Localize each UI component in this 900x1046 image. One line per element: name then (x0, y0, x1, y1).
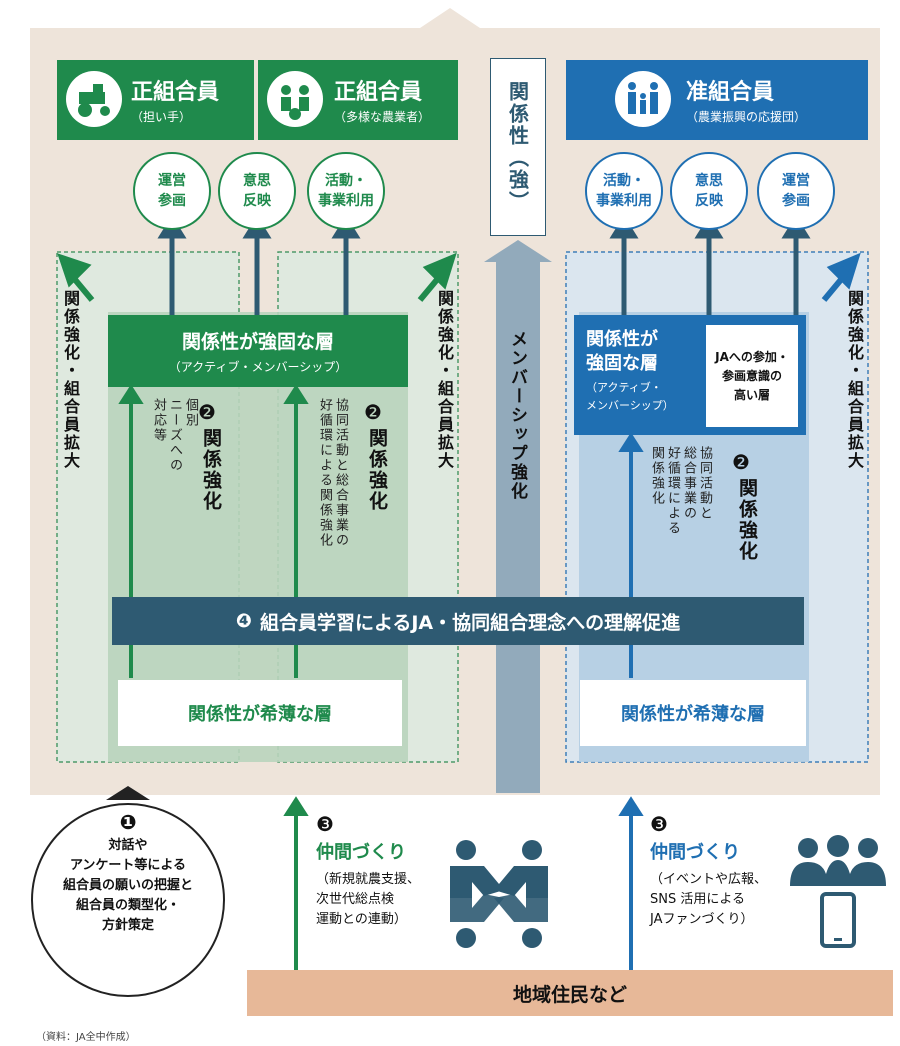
circle-opinion: 意思反映 (218, 152, 296, 230)
tractor-icon (66, 71, 122, 127)
farmers-icon (267, 71, 323, 127)
side-label-right: 関係強化・組合員拡大 (845, 290, 864, 470)
strong-layer-right: 関係性が 強固な層 （アクティブ・ メンバーシップ） JAへの参加・参画意識の高… (574, 315, 806, 435)
source-note: （資料：JA全中作成） (36, 1032, 136, 1043)
strong-layer-left: 関係性が強固な層 （アクティブ・メンバーシップ） (108, 315, 408, 387)
note-individual-needs: 個別ニーズへの対応等 (151, 398, 198, 473)
circle-participation: 運営参画 (133, 152, 211, 230)
local-residents-bar: 地域住民など (512, 983, 627, 1006)
friend-building-right: ❸ 仲間づくり （イベントや広報、 SNS 活用による JAファンづくり） (650, 812, 768, 927)
side-label-center: 関係強化・組合員拡大 (435, 290, 454, 470)
side-label-left: 関係強化・組合員拡大 (61, 290, 80, 470)
header-subtitle: （農業振興の応援団） (686, 110, 807, 124)
header-subtitle: （多様な農業者） (334, 110, 431, 124)
survey-bubble: ❶ 対話や アンケート等による 組合員の願いの把握と 組合員の類型化・ 方針策定 (62, 810, 193, 933)
group-phone-icon (790, 835, 886, 948)
family-icon (615, 71, 671, 127)
num-2-badge: ❷ (364, 400, 382, 424)
circle-activity: 活動・事業利用 (585, 152, 663, 230)
header-subtitle: （担い手） (131, 110, 192, 124)
header-associate-member: 准組合員 （農業振興の応援団） (566, 60, 868, 140)
note-cooperative-cycle-right: 協同活動と総合事業の好循環による関係強化 (649, 446, 712, 536)
circle-opinion: 意思反映 (670, 152, 748, 230)
relationship-strengthen-c: 関係強化 (736, 478, 758, 562)
weak-layer-left: 関係性が希薄な層 (118, 680, 402, 746)
handshake-people-icon (450, 840, 548, 948)
header-full-member-2: 正組合員 （多様な農業者） (258, 60, 458, 140)
weak-layer-right: 関係性が希薄な層 (580, 680, 806, 746)
header-full-member-1: 正組合員 （担い手） (57, 60, 254, 140)
num-2-badge: ❷ (198, 400, 216, 424)
friend-building-left: ❸ 仲間づくり （新規就農支援、 次世代総点検 運動との連動） (316, 812, 421, 927)
membership-strengthen-label: メンバーシップ強化 (507, 330, 527, 501)
note-cooperative-cycle: 協同活動と総合事業の好循環による関係強化 (317, 398, 348, 548)
header-title: 准組合員 (686, 80, 775, 105)
relationship-strong-label: 関係性（強） (490, 58, 546, 236)
num-2-badge: ❷ (732, 450, 750, 474)
header-title: 正組合員 (131, 80, 220, 105)
circle-activity: 活動・事業利用 (307, 152, 385, 230)
header-title: 正組合員 (334, 80, 423, 105)
relationship-strengthen-b: 関係強化 (366, 428, 388, 512)
circle-participation: 運営参画 (757, 152, 835, 230)
relationship-strengthen-a: 関係強化 (200, 428, 222, 512)
high-awareness-box: JAへの参加・参画意識の高い層 (706, 325, 798, 427)
